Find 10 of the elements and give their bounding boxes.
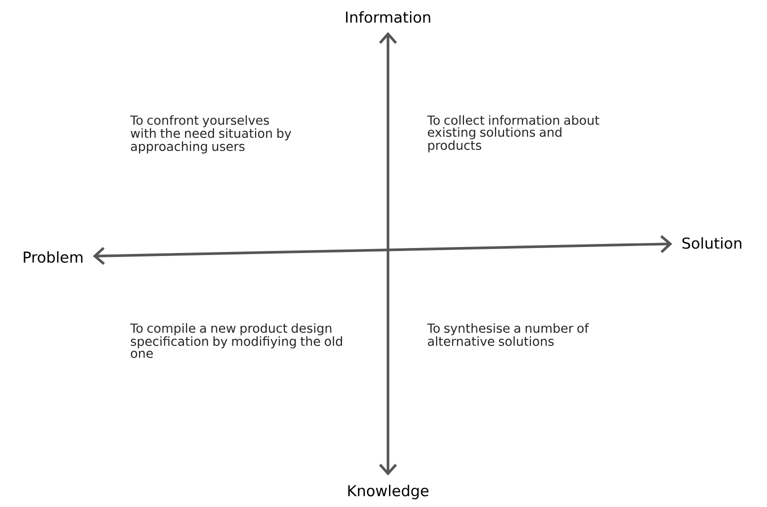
- axis-label: Solution: [682, 237, 742, 249]
- axis-label: Knowledge: [348, 484, 428, 500]
- quadrant-text: To confront yourselves with the need situation by approaching users: [130, 115, 292, 154]
- double-arrow: [92, 235, 672, 265]
- quadrant-text: To synthesise a number of alternative solutions: [427, 323, 589, 346]
- quadrant-text: To compile a new product design specification by modifiying the old one: [130, 323, 342, 358]
- axis-label: Problem: [24, 251, 82, 263]
- axis-label: Information: [346, 11, 430, 23]
- quadrant-text: To collect information about existing solutions and products: [427, 115, 600, 152]
- double-arrow: [379, 32, 397, 476]
